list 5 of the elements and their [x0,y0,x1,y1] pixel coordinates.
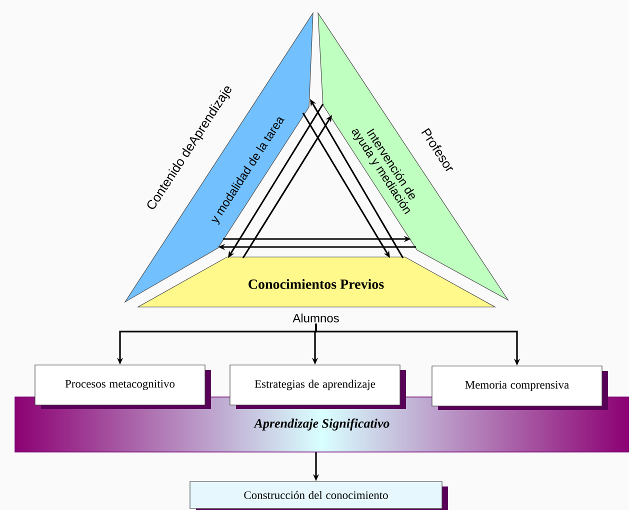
side-label: Alumnos [292,314,339,322]
box: Estrategias de aprendizaje [230,364,406,409]
box: Construcción del conocimiento [190,481,448,510]
box: Memoria comprensiva [432,366,608,410]
box: Procesos metacognitivo [34,364,211,409]
